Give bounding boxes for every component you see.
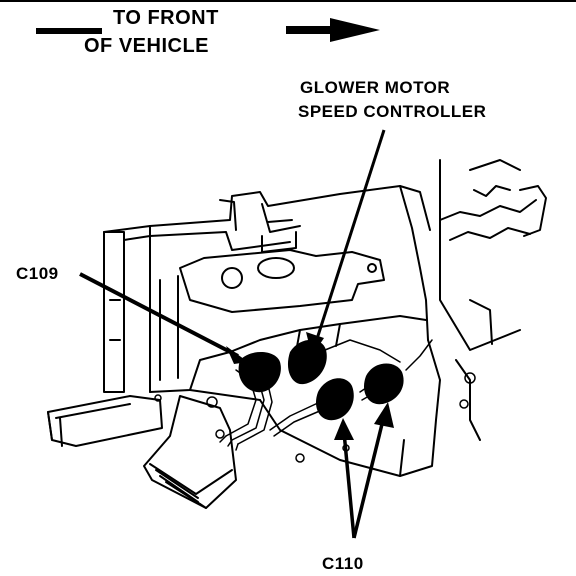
blower-speed-controller-connector (287, 339, 327, 385)
duct-outlet-front (143, 395, 237, 509)
mounting-bracket (179, 219, 385, 313)
leader-c110 (334, 402, 394, 539)
leader-c109 (79, 272, 248, 364)
direction-bar (36, 28, 102, 34)
blower-label-line2: SPEED CONTROLLER (298, 102, 486, 121)
c109-label: C109 (16, 264, 59, 283)
c109-connector (238, 351, 281, 393)
arrow-right-icon (286, 18, 380, 42)
direction-label-line2: OF VEHICLE (84, 35, 209, 57)
c110-label: C110 (322, 554, 364, 573)
hvac-assembly-illustration (47, 159, 547, 509)
duct-outlet-left (47, 395, 163, 447)
right-panel (439, 159, 547, 441)
leader-blower-speed-controller (306, 129, 386, 356)
direction-label-line1: TO FRONT (113, 7, 219, 29)
blower-label-line1: GLOWER MOTOR (300, 78, 450, 97)
screw-fasteners (154, 372, 476, 463)
c110-connector-left (315, 378, 354, 421)
direction-indicator: TO FRONT OF VEHICLE (36, 7, 380, 57)
c110-connector-right (363, 363, 404, 405)
